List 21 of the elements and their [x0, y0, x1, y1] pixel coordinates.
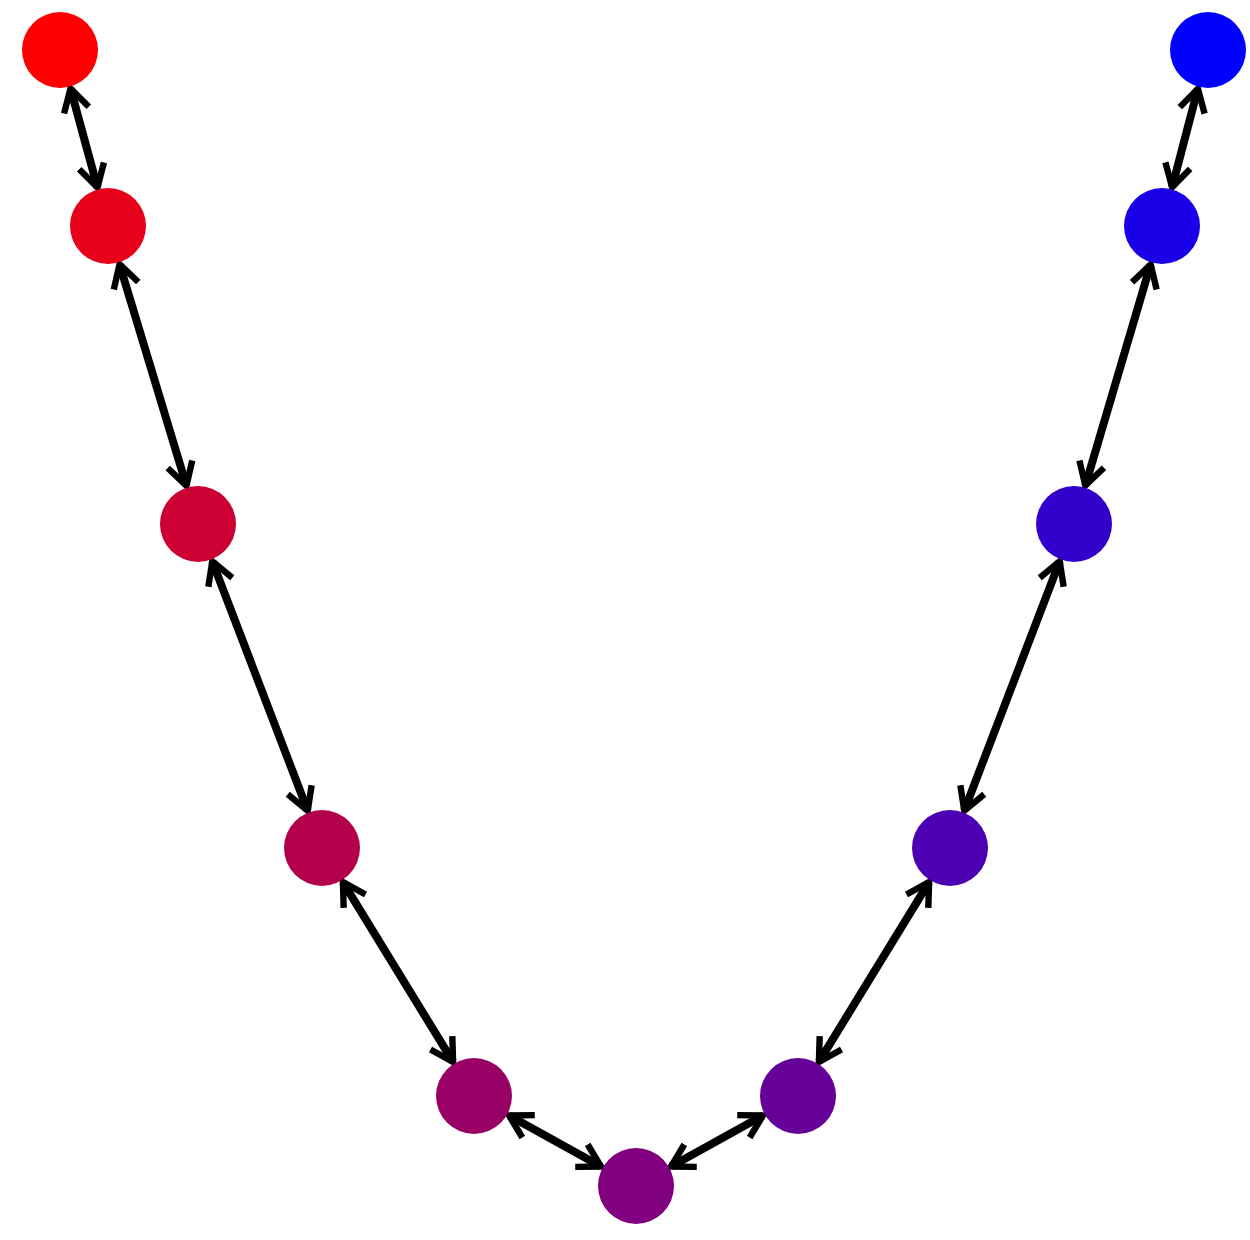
double-arrow: [667, 1111, 767, 1171]
circle-node: [160, 486, 236, 562]
double-arrow: [60, 85, 108, 191]
circle-node: [436, 1058, 512, 1134]
circle-node: [1170, 12, 1246, 88]
double-arrow: [1162, 85, 1208, 191]
circle-node: [284, 810, 360, 886]
double-arrow: [505, 1111, 605, 1171]
double-arrow: [815, 878, 933, 1066]
circle-node: [760, 1058, 836, 1134]
circle-node: [598, 1148, 674, 1224]
circle-node: [1124, 188, 1200, 264]
circle-node: [1036, 486, 1112, 562]
double-arrow: [339, 878, 457, 1066]
circle-node: [22, 12, 98, 88]
circle-node: [912, 810, 988, 886]
double-arrow: [957, 558, 1067, 814]
double-arrow: [1076, 261, 1160, 489]
double-arrow: [205, 558, 315, 814]
circle-node: [70, 188, 146, 264]
double-arrow: [110, 261, 196, 489]
